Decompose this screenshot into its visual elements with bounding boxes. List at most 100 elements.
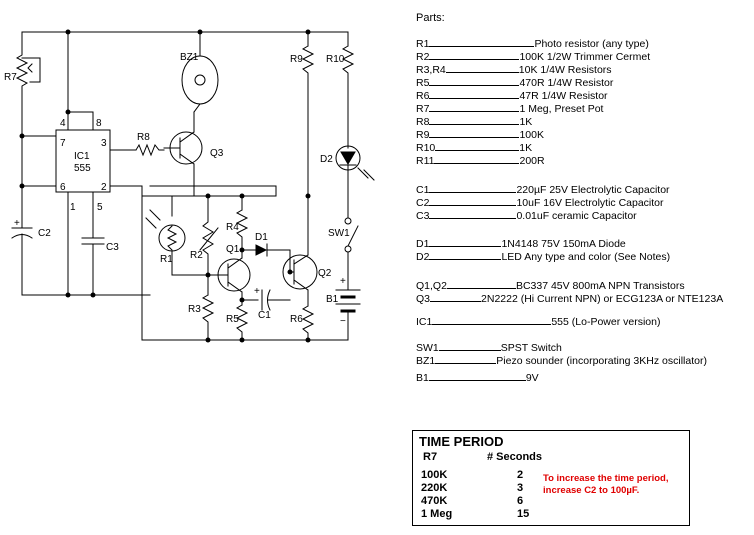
part-underline — [429, 238, 502, 247]
part-underline — [429, 129, 520, 138]
part-underline — [429, 77, 520, 86]
part-ref: Q3 — [416, 293, 431, 305]
r5-resistor — [235, 304, 249, 341]
label-bz1: BZ1 — [180, 52, 199, 63]
part-desc: 100K — [519, 129, 544, 141]
part-underline — [429, 210, 517, 219]
q2-transistor — [282, 254, 318, 290]
r3-resistor — [201, 294, 215, 341]
label-c2-plus: + — [14, 218, 20, 229]
part-underline — [429, 51, 520, 60]
part-ref: R7 — [416, 103, 430, 115]
tp-seconds-value: 15 — [517, 508, 530, 520]
part-row: C1 220µF 25V Electrolytic Capacitor — [416, 184, 670, 196]
circuit-schematic: R7 BZ1 R8 Q3 IC1 555 4 8 7 3 6 2 1 5 + C… — [4, 29, 375, 343]
part-desc: 1K — [519, 116, 533, 128]
label-r6: R6 — [290, 314, 303, 325]
part-desc: 1K — [519, 142, 533, 154]
part-desc: SPST Switch — [500, 342, 562, 354]
part-row: D2 LED Any type and color (See Notes) — [416, 251, 670, 263]
part-ref: R1 — [416, 38, 430, 50]
part-ref: R11 — [416, 155, 435, 167]
part-underline — [429, 38, 535, 47]
part-desc: 0.01uF ceramic Capacitor — [516, 210, 637, 222]
r9-resistor — [301, 45, 315, 197]
part-ref: R5 — [416, 77, 430, 89]
part-ref: B1 — [416, 372, 429, 384]
label-d1: D1 — [255, 232, 268, 243]
label-pin1: 1 — [70, 202, 76, 213]
parts-title: Parts: — [416, 12, 445, 24]
part-desc: 220µF 25V Electrolytic Capacitor — [516, 184, 670, 196]
part-row: R7 1 Meg, Preset Pot — [416, 103, 603, 115]
part-desc: Photo resistor (any type) — [534, 38, 649, 50]
part-desc: 100K 1/2W Trimmer Cermet — [519, 51, 651, 63]
part-desc: BC337 45V 800mA NPN Transistors — [515, 280, 685, 292]
label-r2: R2 — [190, 250, 203, 261]
part-underline — [430, 293, 482, 302]
part-desc: 1N4148 75V 150mA Diode — [501, 238, 626, 250]
label-d2: D2 — [320, 154, 333, 165]
part-row: R10 1K — [416, 142, 532, 154]
part-underline — [429, 184, 517, 193]
part-desc: 10uF 16V Electrolytic Capacitor — [516, 197, 664, 209]
part-row: R11 200R — [416, 155, 545, 167]
tp-r7-value: 470K — [421, 495, 448, 507]
part-underline — [429, 116, 520, 125]
part-ref: C1 — [416, 184, 430, 196]
label-pin2: 2 — [101, 182, 107, 193]
part-underline — [429, 90, 520, 99]
part-desc: 1 Meg, Preset Pot — [519, 103, 604, 115]
part-row: B1 9V — [416, 372, 539, 384]
part-underline — [446, 280, 516, 289]
part-ref: R10 — [416, 142, 436, 154]
tp-r7-value: 100K — [421, 469, 448, 481]
label-ic-num: 555 — [74, 163, 91, 174]
part-underline — [445, 64, 519, 73]
label-q1: Q1 — [226, 244, 240, 255]
part-desc: 200R — [519, 155, 545, 167]
r8-resistor — [135, 143, 165, 157]
part-row: R6 47R 1/4W Resistor — [416, 90, 608, 102]
part-underline — [435, 142, 520, 151]
part-desc: 9V — [525, 372, 539, 384]
part-desc: 470R 1/4W Resistor — [519, 77, 614, 89]
label-b1-minus: − — [340, 316, 346, 327]
label-c1-plus: + — [254, 286, 260, 297]
part-underline — [428, 372, 526, 381]
label-r5: R5 — [226, 314, 239, 325]
label-c3: C3 — [106, 242, 119, 253]
part-ref: D1 — [416, 238, 430, 250]
d1-diode — [255, 244, 268, 256]
label-ic1: IC1 — [74, 151, 90, 162]
label-r10: R10 — [326, 54, 345, 65]
tp-seconds-value: 3 — [517, 482, 524, 494]
label-q3: Q3 — [210, 148, 224, 159]
part-underline — [429, 251, 502, 260]
part-ref: R3,R4 — [416, 64, 446, 76]
time-period-title: TIME PERIOD — [419, 434, 504, 449]
label-c2: C2 — [38, 228, 51, 239]
part-ref: R6 — [416, 90, 430, 102]
col-r7-header: R7 — [423, 451, 438, 463]
label-r8: R8 — [137, 132, 150, 143]
label-r4: R4 — [226, 222, 239, 233]
part-ref: BZ1 — [416, 355, 436, 367]
part-desc: 47R 1/4W Resistor — [519, 90, 608, 102]
r7-resistor — [15, 49, 29, 98]
part-desc: LED Any type and color (See Notes) — [501, 251, 671, 263]
label-c1: C1 — [258, 310, 271, 321]
part-underline — [429, 197, 517, 206]
part-ref: D2 — [416, 251, 430, 263]
part-row: D1 1N4148 75V 150mA Diode — [416, 238, 626, 250]
